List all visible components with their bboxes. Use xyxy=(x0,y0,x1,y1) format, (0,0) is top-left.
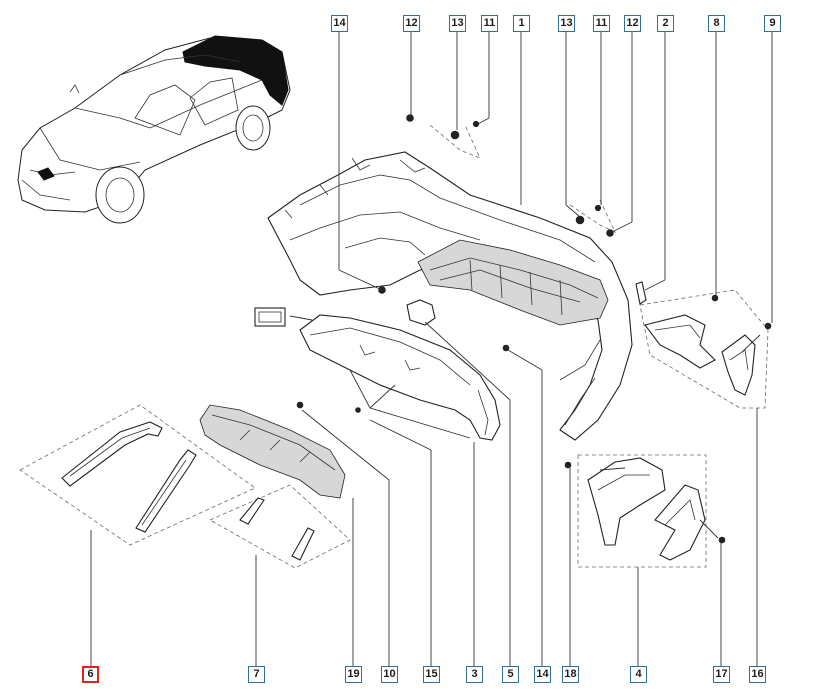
rear-bumper-cover[interactable] xyxy=(267,151,633,441)
sensor-bracket[interactable] xyxy=(406,299,436,326)
callout-10[interactable]: 10 xyxy=(381,666,398,683)
callout-3[interactable]: 3 xyxy=(466,666,483,683)
bumper-guides[interactable] xyxy=(61,421,197,533)
callout-14-bottom[interactable]: 14 xyxy=(534,666,551,683)
group-box-4 xyxy=(577,454,707,568)
callout-17[interactable]: 17 xyxy=(713,666,730,683)
callout-12-top[interactable]: 12 xyxy=(403,15,420,32)
callout-1[interactable]: 1 xyxy=(513,15,530,32)
license-plate-lamp[interactable] xyxy=(254,307,286,327)
lower-deflector[interactable] xyxy=(199,404,346,499)
callout-14-top[interactable]: 14 xyxy=(331,15,348,32)
callout-8[interactable]: 8 xyxy=(708,15,725,32)
callout-6-highlighted[interactable]: 6 xyxy=(82,666,99,683)
group-box-13b xyxy=(569,199,616,233)
group-box-16 xyxy=(639,289,769,409)
callout-9[interactable]: 9 xyxy=(764,15,781,32)
inner-panels[interactable] xyxy=(587,457,706,561)
callout-4[interactable]: 4 xyxy=(630,666,647,683)
rear-diffuser[interactable] xyxy=(299,314,501,441)
callout-5[interactable]: 5 xyxy=(502,666,519,683)
callout-13-top-right[interactable]: 13 xyxy=(558,15,575,32)
callout-7[interactable]: 7 xyxy=(248,666,265,683)
side-reflector-2[interactable] xyxy=(635,281,647,305)
group-box-7 xyxy=(209,484,351,569)
bumper-absorber[interactable] xyxy=(417,239,609,326)
callout-11-top[interactable]: 11 xyxy=(481,15,498,32)
callout-19[interactable]: 19 xyxy=(345,666,362,683)
leader-lines xyxy=(90,32,773,666)
callout-16[interactable]: 16 xyxy=(749,666,766,683)
vehicle-thumbnail xyxy=(17,35,291,224)
callout-2[interactable]: 2 xyxy=(657,15,674,32)
callout-11-top-right[interactable]: 11 xyxy=(593,15,610,32)
callout-18[interactable]: 18 xyxy=(562,666,579,683)
group-box-13a xyxy=(429,124,481,159)
side-brackets[interactable] xyxy=(644,314,756,396)
callout-15[interactable]: 15 xyxy=(423,666,440,683)
mounting-rods[interactable] xyxy=(239,497,315,561)
fasteners[interactable] xyxy=(296,114,772,544)
callout-13-top[interactable]: 13 xyxy=(449,15,466,32)
callout-12-top-right[interactable]: 12 xyxy=(624,15,641,32)
